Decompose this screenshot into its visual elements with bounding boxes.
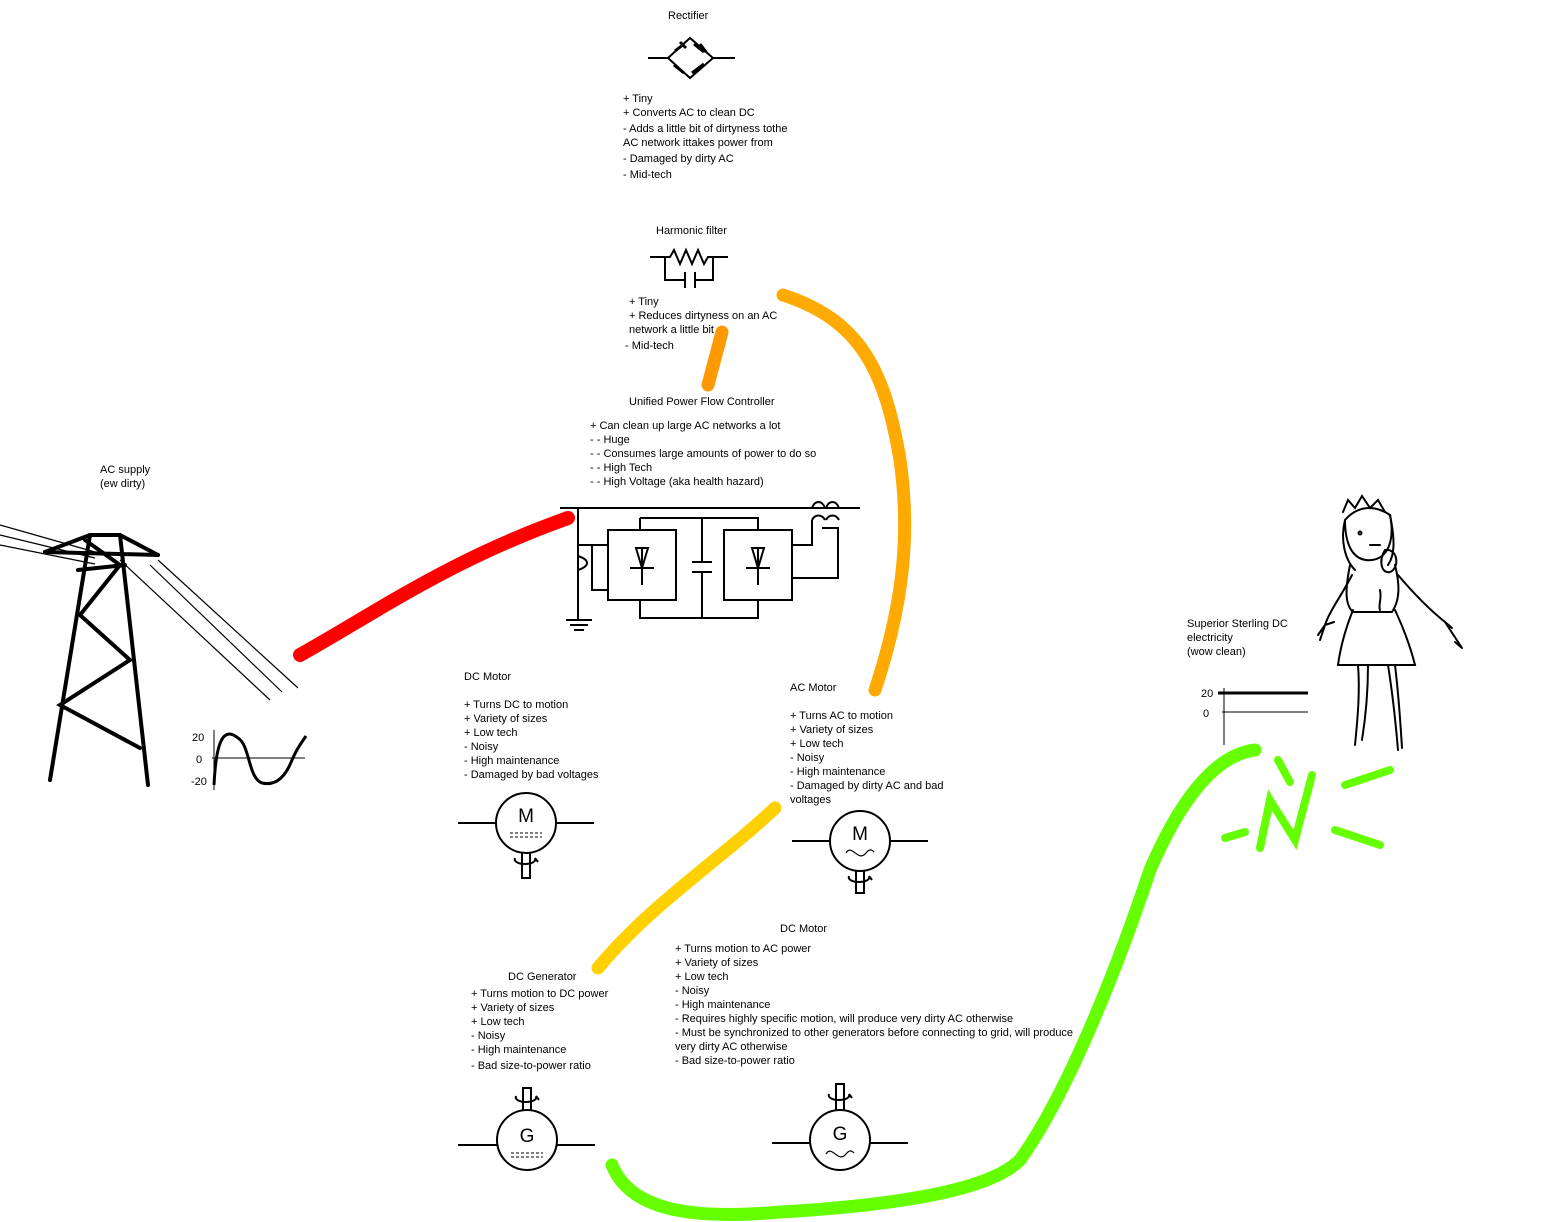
dc-graph-tick: 0 xyxy=(1203,708,1210,720)
ac-generator-notes: + Turns motion to AC power + Variety of … xyxy=(675,942,1080,1068)
ac-generator-title: DC Motor xyxy=(780,923,828,935)
note: + Low tech xyxy=(464,727,518,739)
ac-graph-tick: 0 xyxy=(196,754,203,766)
note: - Bad size-to-power ratio xyxy=(471,1060,591,1072)
dc-generator-title: DC Generator xyxy=(508,971,577,983)
rectifier-notes: + Tiny + Converts AC to clean DC - Adds … xyxy=(623,92,788,182)
note: - Noisy xyxy=(675,985,710,997)
note: - High maintenance xyxy=(675,999,771,1011)
ac-graph-tick: 20 xyxy=(192,732,205,744)
dc-motor-letter: M xyxy=(518,806,534,827)
dc-motor-symbol xyxy=(458,792,594,879)
dc-generator-symbol xyxy=(458,1087,595,1171)
note: - Damaged by dirty AC xyxy=(623,153,734,165)
dc-motor-notes: + Turns DC to motion + Variety of sizes … xyxy=(464,698,599,782)
note: - Damaged by dirty AC and bad voltages xyxy=(790,780,944,806)
note: + Can clean up large AC networks a lot xyxy=(590,420,781,432)
ac-motor-notes: + Turns AC to motion + Variety of sizes … xyxy=(790,709,950,807)
note: + Tiny xyxy=(623,93,653,105)
upfc-notes: + Can clean up large AC networks a lot -… xyxy=(590,419,816,489)
spark-icon xyxy=(1221,756,1394,852)
note: + Turns AC to motion xyxy=(790,710,894,722)
note: - High maintenance xyxy=(464,755,560,767)
ac-supply-label: AC supply (ew dirty) xyxy=(100,463,150,491)
pylon-icon xyxy=(43,533,160,787)
note: - - Huge xyxy=(590,434,630,446)
yellow-connector xyxy=(591,801,782,975)
note: + Converts AC to clean DC xyxy=(623,107,755,119)
power-lines xyxy=(0,524,299,701)
note: - - High Tech xyxy=(590,462,653,474)
orange-short-connector xyxy=(701,325,729,392)
ac-motor-letter: M xyxy=(852,824,868,845)
dc-output-graph xyxy=(1218,688,1308,745)
note: + Turns DC to motion xyxy=(464,699,569,711)
note: + Tiny xyxy=(629,296,659,308)
ac-supply-title: AC supply xyxy=(100,464,151,476)
person-figure-icon xyxy=(1317,494,1463,751)
harmonic-filter-notes: + Tiny + Reduces dirtyness on an AC netw… xyxy=(625,295,794,353)
rectifier-title: Rectifier xyxy=(668,10,709,22)
note: + Turns motion to DC power xyxy=(471,988,609,1000)
note: - Requires highly specific motion, will … xyxy=(675,1013,1014,1025)
ac-generator-letter: G xyxy=(833,1124,848,1145)
note: - High maintenance xyxy=(790,766,886,778)
dc-generator-notes: + Turns motion to DC power + Variety of … xyxy=(471,987,608,1073)
upfc-title: Unified Power Flow Controller xyxy=(629,396,775,408)
note: - Noisy xyxy=(471,1030,506,1042)
ac-supply-graph xyxy=(212,730,308,790)
note: + Variety of sizes xyxy=(464,713,548,725)
dc-output-line: Superior Sterling DC xyxy=(1187,618,1288,630)
ac-supply-subtitle: (ew dirty) xyxy=(100,478,146,490)
note: + Variety of sizes xyxy=(675,957,759,969)
ac-graph-tick: -20 xyxy=(191,776,207,788)
dc-output-line: electricity xyxy=(1187,632,1233,644)
note: - Noisy xyxy=(790,752,825,764)
note: - Mid-tech xyxy=(625,340,674,352)
note: + Low tech xyxy=(790,738,844,750)
note: + Variety of sizes xyxy=(790,724,874,736)
note: - High maintenance xyxy=(471,1044,567,1056)
note: - Mid-tech xyxy=(623,169,672,181)
dc-output-line: (wow clean) xyxy=(1187,646,1246,658)
dc-motor-title: DC Motor xyxy=(464,671,512,683)
note: + Low tech xyxy=(471,1016,525,1028)
note: - Bad size-to-power ratio xyxy=(675,1055,795,1067)
dirty-sine-wave xyxy=(212,732,308,786)
note: - - Consumes large amounts of power to d… xyxy=(590,448,817,460)
dc-generator-letter: G xyxy=(520,1126,535,1147)
note: + Reduces dirtyness on an AC network a l… xyxy=(629,310,778,336)
upfc-symbol xyxy=(560,501,860,631)
note: - - High Voltage (aka health hazard) xyxy=(590,476,764,488)
ac-motor-title: AC Motor xyxy=(790,682,837,694)
note: + Turns motion to AC power xyxy=(675,943,812,955)
ac-generator-symbol xyxy=(772,1083,908,1171)
note: + Low tech xyxy=(675,971,729,983)
green-connector xyxy=(605,743,1262,1222)
harmonic-filter-title: Harmonic filter xyxy=(656,225,727,237)
note: - Adds a little bit of dirtyness tothe A… xyxy=(623,123,788,149)
note: + Variety of sizes xyxy=(471,1002,555,1014)
note: - Damaged by bad voltages xyxy=(464,769,599,781)
harmonic-filter-symbol xyxy=(650,247,728,288)
dc-graph-tick: 20 xyxy=(1201,688,1214,700)
red-connector xyxy=(293,511,575,662)
rectifier-symbol xyxy=(648,36,735,80)
ac-motor-symbol xyxy=(792,810,928,894)
note: - Noisy xyxy=(464,741,499,753)
dc-output-label: Superior Sterling DC electricity (wow cl… xyxy=(1187,617,1288,659)
orange-long-connector xyxy=(776,288,912,697)
note: - Must be synchronized to other generato… xyxy=(675,1027,1074,1053)
